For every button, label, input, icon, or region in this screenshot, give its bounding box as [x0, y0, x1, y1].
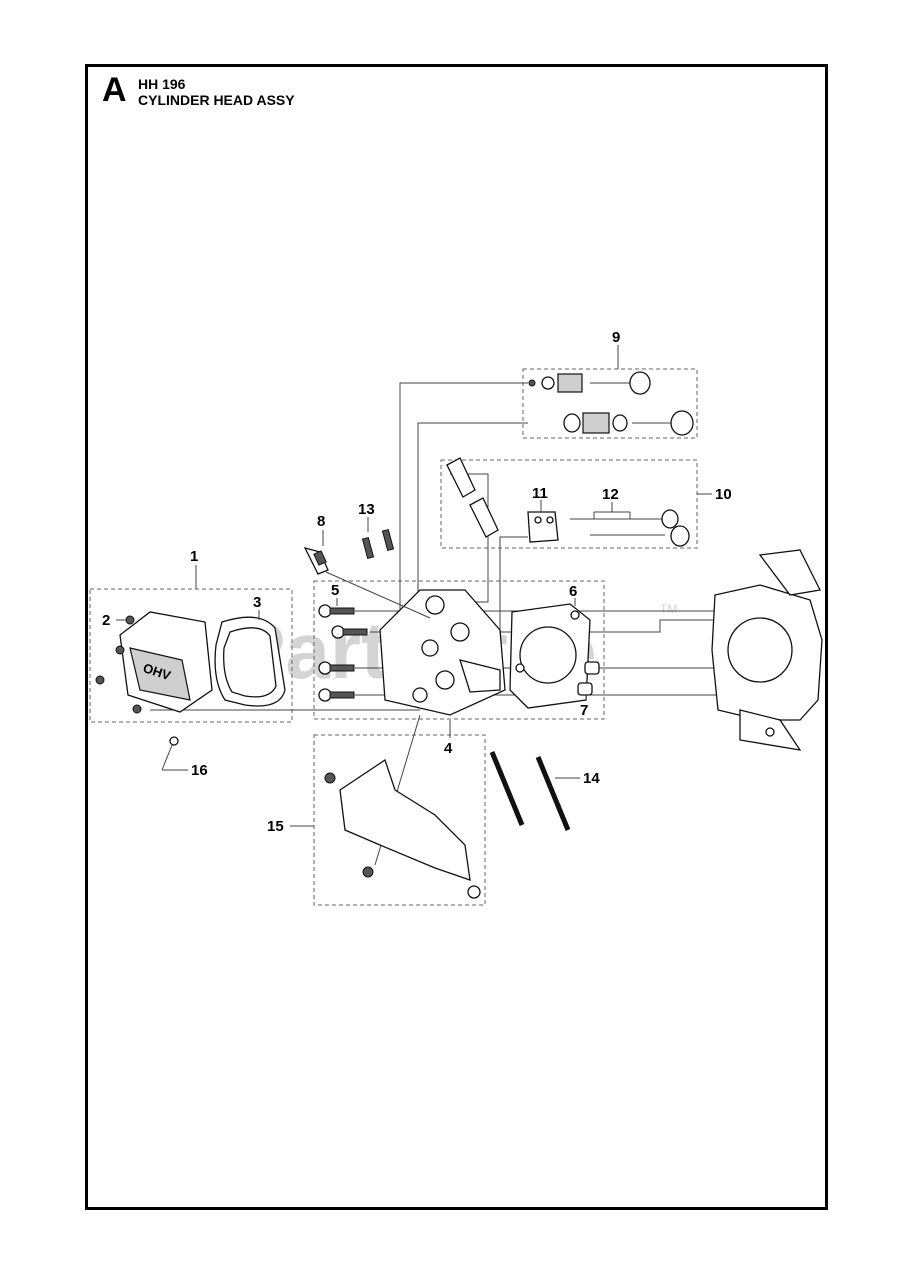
rocker-stud-icon[interactable]: [361, 528, 395, 560]
callout-1: 1: [190, 548, 198, 565]
valve-cover-gasket-inner: [223, 627, 277, 698]
rocker-arm-icon[interactable]: [446, 457, 499, 538]
breather-hose[interactable]: [161, 736, 179, 771]
callout-15: 15: [267, 818, 284, 835]
callout-14: 14: [583, 770, 600, 787]
group-box-valve-cover: [89, 588, 293, 723]
head-gasket[interactable]: [509, 603, 591, 709]
group-box-valves: [522, 368, 698, 439]
callout-6: 6: [569, 583, 577, 600]
assembly-title: CYLINDER HEAD ASSY: [138, 92, 295, 108]
engine-block: [711, 549, 823, 751]
callout-5: 5: [331, 582, 339, 599]
push-rod-guide[interactable]: [527, 511, 559, 543]
callout-7: 7: [580, 702, 588, 719]
callout-12: 12: [602, 486, 619, 503]
head-bolt-icon[interactable]: [318, 604, 368, 702]
group-box-rocker-arms: [440, 459, 698, 549]
spark-plug-icon[interactable]: [303, 547, 431, 619]
callout-3: 3: [253, 594, 261, 611]
model-number: HH 196: [138, 76, 186, 92]
callout-11: 11: [532, 485, 548, 502]
group-box-cylinder-head: [313, 580, 605, 720]
push-rod-icon[interactable]: [570, 509, 690, 547]
section-letter: A: [102, 71, 127, 109]
watermark-tm: TM: [660, 602, 677, 616]
callout-10: 10: [715, 486, 732, 503]
cover-bolt-icon[interactable]: [95, 615, 142, 714]
callout-9: 9: [612, 329, 620, 346]
cylinder-head[interactable]: [379, 589, 506, 716]
callout-4: 4: [444, 740, 453, 757]
intake-valve-assembly[interactable]: [528, 371, 651, 395]
cylinder-stud-icon[interactable]: [489, 751, 571, 831]
callout-13: 13: [358, 501, 375, 518]
air-deflector[interactable]: [324, 758, 481, 899]
exhaust-valve-assembly[interactable]: [563, 410, 694, 436]
dowel-pin-icon[interactable]: [577, 661, 600, 696]
valve-cover[interactable]: OHV: [119, 611, 213, 713]
callout-labels: 1 2 3 4 5 6 7 8 9 10 11 12 13 14 15: [102, 329, 732, 835]
callout-16: 16: [191, 762, 208, 779]
group-box-deflector: [313, 734, 486, 906]
diagram-frame: [85, 64, 828, 1210]
callout-2: 2: [102, 612, 110, 629]
callout-8: 8: [317, 513, 325, 530]
